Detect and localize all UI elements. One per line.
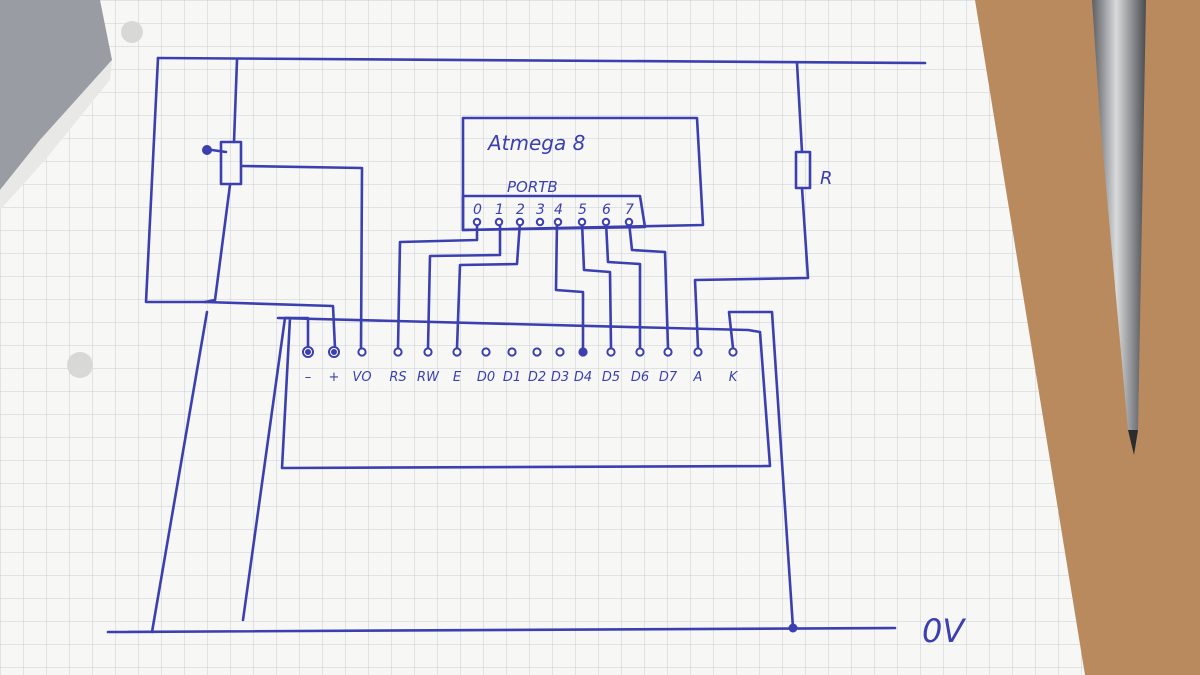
mcu-pin-number: 3: [536, 202, 545, 218]
mcu-pin-number: 6: [602, 202, 611, 218]
pen-icon: [1092, 0, 1146, 455]
mcu-pin-number: 2: [516, 202, 525, 218]
lcd-pin-label: A: [693, 370, 703, 385]
lcd-pin-label: RS: [389, 370, 406, 385]
lcd-pin-label: K: [729, 370, 739, 385]
mcu-pin: [601, 217, 611, 227]
paper-grid: [0, 0, 1085, 675]
lcd-pin: [606, 347, 616, 357]
mcu-pin: [624, 217, 634, 227]
mcu-pin: [577, 217, 587, 227]
ground-label: 0V: [922, 612, 966, 650]
foil-wrapper: [0, 0, 112, 190]
potentiometer-wiper: [202, 145, 212, 155]
circuit-wires: [106, 56, 927, 634]
resistor: [794, 150, 812, 190]
mcu-pin-number: 5: [578, 202, 587, 218]
lcd-pin-label: D6: [631, 370, 649, 385]
mcu-pin-number: 0: [473, 202, 482, 218]
mcu-port-label: PORTB: [507, 178, 558, 196]
mcu-pin: [494, 217, 504, 227]
lcd-pin-core: [331, 349, 337, 355]
lcd-pin: [693, 347, 703, 357]
lcd-pin-label: +: [329, 370, 340, 385]
lcd-pin: [555, 347, 565, 357]
mcu-pin: [553, 217, 563, 227]
lcd-pin: [393, 347, 403, 357]
mcu-pin-number: 4: [554, 202, 563, 218]
paper-hole-icon: [121, 21, 143, 43]
lcd-pin-label: VO: [352, 370, 371, 385]
lcd-pin: [452, 347, 462, 357]
lcd-pin: [507, 347, 517, 357]
mcu-pin: [535, 217, 545, 227]
lcd-pin: [635, 347, 645, 357]
lcd-pin: [357, 347, 367, 357]
lcd-module: – + VO RS RW E D0 D1 D2 D3 D4 D5 D6 D7 A K: [276, 316, 772, 470]
mcu-pin: [472, 217, 482, 227]
potentiometer: [219, 140, 243, 186]
lcd-pin-label: D3: [551, 370, 569, 385]
lcd-pin: [532, 347, 542, 357]
lcd-pin: [423, 347, 433, 357]
lcd-pin: [578, 347, 588, 357]
lcd-pin: [481, 347, 491, 357]
lcd-pin-label: D1: [503, 370, 521, 385]
lcd-pin-label: D0: [477, 370, 495, 385]
resistor-label: R: [820, 168, 833, 189]
lcd-pin-label: D2: [528, 370, 546, 385]
lcd-pin-label: –: [305, 370, 312, 385]
ground-junction: [788, 623, 798, 633]
lcd-pin: [663, 347, 673, 357]
mcu-pin-number: 1: [495, 202, 504, 218]
lcd-pin-core: [305, 349, 311, 355]
mcu-pin: [515, 217, 525, 227]
paper-hole-icon: [67, 352, 93, 378]
lcd-pin-label: E: [453, 370, 462, 385]
mcu-pin-number: 7: [625, 202, 634, 218]
lcd-pin: [728, 347, 738, 357]
lcd-pin-label: D4: [574, 370, 592, 385]
lcd-pin-label: RW: [417, 370, 440, 385]
mcu-name: Atmega 8: [486, 131, 585, 155]
lcd-pin-label: D5: [602, 370, 620, 385]
lcd-pin-label: D7: [659, 370, 678, 385]
